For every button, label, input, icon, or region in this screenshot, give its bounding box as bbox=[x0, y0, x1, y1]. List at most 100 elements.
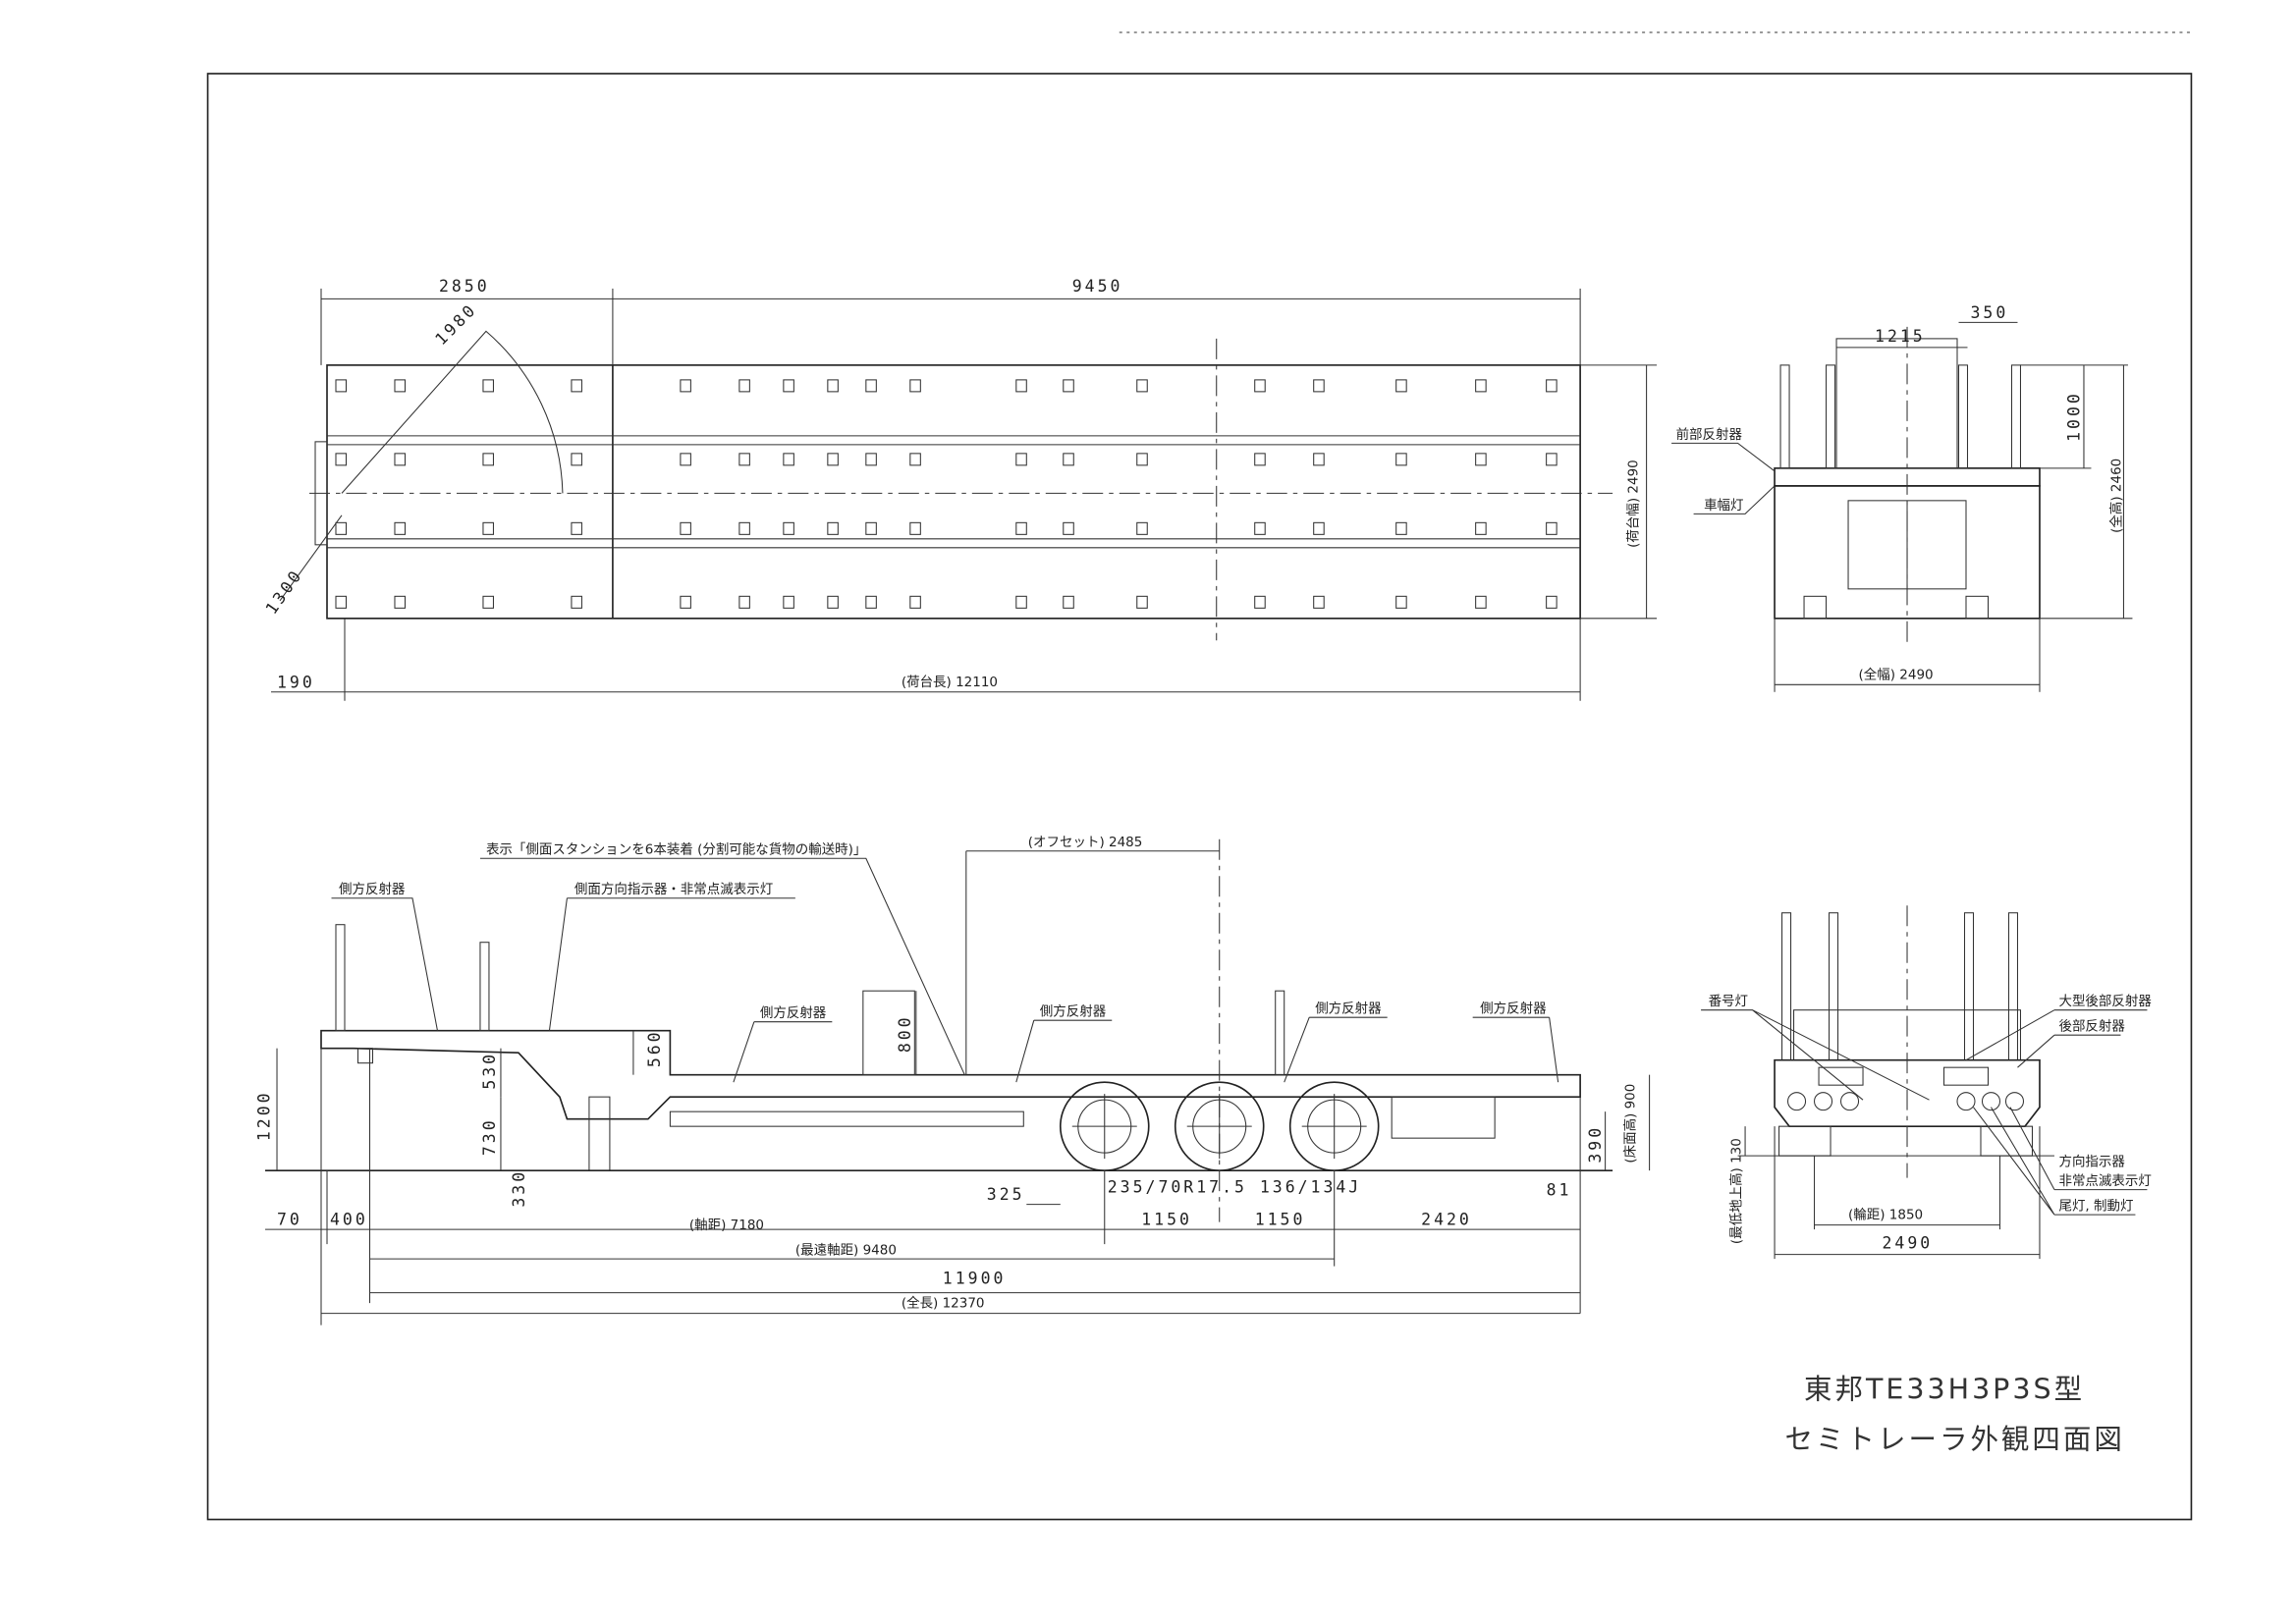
stake-pocket bbox=[1254, 453, 1266, 466]
trailer-frame bbox=[320, 1029, 1581, 1120]
stake-pocket bbox=[783, 379, 794, 393]
stake-pocket bbox=[482, 595, 494, 609]
dim-400: 400 bbox=[330, 1211, 368, 1229]
stake-pocket bbox=[571, 379, 582, 393]
stake-pocket bbox=[1254, 379, 1266, 393]
dim-offset: (オフセット) 2485 bbox=[1028, 835, 1143, 850]
label-hazard: 非常点滅表示灯 bbox=[2058, 1173, 2151, 1189]
stake-pocket bbox=[482, 521, 494, 535]
dim-stanchion-offset: 350 bbox=[1970, 303, 2008, 322]
axle-center-mark bbox=[1301, 1094, 1367, 1160]
label-license-lamp: 番号灯 bbox=[1709, 994, 1748, 1009]
stake-pocket bbox=[1015, 379, 1027, 393]
stake-pockets bbox=[335, 379, 1558, 609]
stake-pocket bbox=[1313, 595, 1325, 609]
stake-pocket bbox=[1546, 453, 1558, 466]
stake-pocket bbox=[680, 595, 691, 609]
stake-pocket bbox=[827, 453, 839, 466]
stake-pocket bbox=[827, 521, 839, 535]
stake-pocket bbox=[335, 379, 348, 393]
stake-pocket bbox=[482, 453, 494, 466]
stake-pocket bbox=[335, 595, 348, 609]
stake-pocket bbox=[1063, 453, 1074, 466]
stake-pocket bbox=[1475, 521, 1487, 535]
dim-wheelbase: (軸距) 7180 bbox=[689, 1218, 764, 1233]
dim-330: 330 bbox=[510, 1169, 528, 1208]
drawing-border bbox=[206, 73, 2193, 1521]
dim-total-height: (全高) 2460 bbox=[2107, 459, 2124, 533]
side-view: 表示「側面スタンションを6本装着 (分割可能な貨物の輸送時)」 側方反射器 側面… bbox=[255, 835, 1651, 1326]
stake-pocket bbox=[1015, 521, 1027, 535]
label-side-reflector-3: 側方反射器 bbox=[1040, 1004, 1107, 1020]
tire-spec: 235/70R17.5 136/134J bbox=[1108, 1178, 1361, 1197]
dim-530: 530 bbox=[480, 1052, 499, 1090]
stake-pocket bbox=[680, 379, 691, 393]
stake-pocket bbox=[1136, 521, 1148, 535]
dim-floor-height: (床面高) 900 bbox=[1622, 1084, 1639, 1164]
label-width-lamp: 車幅灯 bbox=[1704, 498, 1743, 514]
title-subtitle: セミトレーラ外観四面図 bbox=[1785, 1424, 2125, 1456]
dim-total-width: (全幅) 2490 bbox=[1859, 666, 1934, 682]
label-turn-signal: 方向指示器 bbox=[2058, 1155, 2125, 1170]
stake-pocket bbox=[680, 453, 691, 466]
stake-pocket bbox=[1546, 379, 1558, 393]
stake-pocket bbox=[738, 453, 750, 466]
stake-pocket bbox=[1395, 379, 1407, 393]
stake-pocket bbox=[738, 595, 750, 609]
stake-pocket bbox=[865, 453, 877, 466]
dim-stanchion-height: 1000 bbox=[2064, 391, 2083, 442]
stake-pocket bbox=[335, 521, 348, 535]
stake-pocket bbox=[1254, 521, 1266, 535]
dim-max-wheelbase: (最遠軸距) 9480 bbox=[795, 1243, 897, 1259]
stake-pocket bbox=[1313, 453, 1325, 466]
label-side-turn-signal: 側面方向指示器・非常点滅表示灯 bbox=[574, 882, 773, 897]
rear-lamp bbox=[1787, 1092, 1807, 1111]
dim-325: 325 bbox=[987, 1185, 1025, 1204]
stake-pocket bbox=[738, 379, 750, 393]
dim-800: 800 bbox=[896, 1014, 914, 1053]
dim-81: 81 bbox=[1547, 1181, 1572, 1200]
label-side-reflector-2: 側方反射器 bbox=[760, 1005, 827, 1021]
stake-pocket bbox=[1136, 453, 1148, 466]
stake-pocket bbox=[1546, 521, 1558, 535]
dim-arc-swing: 1980 bbox=[431, 299, 480, 349]
stake-pocket bbox=[738, 521, 750, 535]
stake-pocket bbox=[394, 453, 407, 466]
stake-pocket bbox=[394, 521, 407, 535]
rear-view: 番号灯 大型後部反射器 後部反射器 方向指示器 非常点滅表示灯 尾灯, 制動灯 … bbox=[1701, 905, 2152, 1260]
dim-730: 730 bbox=[480, 1117, 499, 1156]
dim-rear-overhang: 2420 bbox=[1421, 1211, 1472, 1229]
stake-pocket bbox=[482, 379, 494, 393]
label-side-reflector-5: 側方反射器 bbox=[1480, 1001, 1547, 1017]
stake-pocket bbox=[1475, 453, 1487, 466]
dim-stanchion-spacing: 1215 bbox=[1875, 327, 1926, 346]
stake-pocket bbox=[1063, 521, 1074, 535]
dim-rear-length: 9450 bbox=[1072, 277, 1123, 296]
title-model: 東邦TE33H3P3S型 bbox=[1804, 1374, 2085, 1406]
stake-pocket bbox=[571, 453, 582, 466]
dim-560: 560 bbox=[645, 1029, 664, 1067]
stake-pocket bbox=[1395, 595, 1407, 609]
stake-pocket bbox=[1063, 595, 1074, 609]
dim-axle-2: 1150 bbox=[1255, 1211, 1306, 1229]
stake-pocket bbox=[1395, 521, 1407, 535]
stake-pocket bbox=[1063, 379, 1074, 393]
stake-pocket bbox=[1475, 595, 1487, 609]
dim-70: 70 bbox=[277, 1211, 302, 1229]
stake-pocket bbox=[680, 521, 691, 535]
stake-pocket bbox=[909, 595, 921, 609]
stake-pocket bbox=[1254, 595, 1266, 609]
rear-lamp bbox=[2004, 1092, 2025, 1111]
front-view: 1215 350 1000 (全高) 2460 (全幅) 2490 前部反射器 … bbox=[1671, 303, 2133, 692]
dim-axle-1: 1150 bbox=[1141, 1211, 1192, 1229]
dim-arc-front: 1300 bbox=[262, 566, 306, 618]
stake-pocket bbox=[1015, 453, 1027, 466]
deck-outline bbox=[326, 364, 1581, 620]
stake-pocket bbox=[335, 453, 348, 466]
label-rear-reflector: 後部反射器 bbox=[2058, 1019, 2125, 1035]
stake-pocket bbox=[783, 521, 794, 535]
axle-center-mark bbox=[1071, 1094, 1137, 1160]
dim-11900: 11900 bbox=[943, 1270, 1007, 1288]
dim-deck-length: (荷台長) 12110 bbox=[902, 675, 998, 690]
